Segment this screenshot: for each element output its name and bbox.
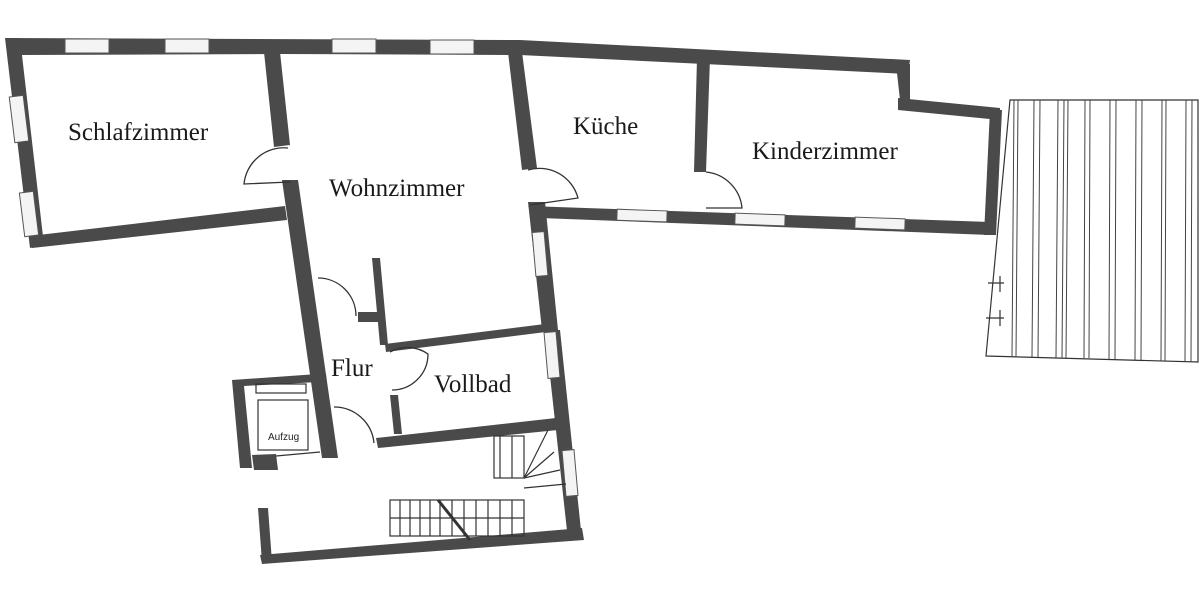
door-wohnzimmer-flur [317,277,357,317]
door-vollbad [389,346,429,391]
windows [8,38,906,497]
elevator-label: Aufzug [268,432,300,443]
doors [243,147,743,444]
room-label-vollbad: Vollbad [434,371,512,398]
room-label-kinderzimmer: Kinderzimmer [752,138,898,165]
terrace-planks [1011,99,1193,363]
window [531,231,549,277]
wall-top-left [5,38,520,55]
door-schlafzimmer [243,147,291,185]
wall-vollbad-top [385,324,546,352]
wall-schlafzimmer-bottom [30,206,287,248]
wall-elevator [232,374,318,468]
wall-bottom-left-stub [258,508,272,562]
window [734,212,786,227]
wall-kueche-kinder [694,58,710,172]
window [543,331,561,379]
wall-kinder-step-h [898,98,1000,120]
window [854,216,906,231]
wall-bottom [260,528,584,564]
wall-top-right [520,40,910,74]
window [331,38,377,54]
room-label-schlafzimmer: Schlafzimmer [68,119,209,146]
room-label-wohnzimmer: Wohnzimmer [329,175,465,202]
wall-vollbad-left [390,395,402,434]
window [18,190,40,238]
wall-vollbad-bottom [376,418,558,448]
window [429,39,475,55]
window [64,38,110,54]
wall-schlaf-wohn-upper [264,52,290,147]
window [616,208,668,223]
door-flur-bottom [333,406,375,444]
room-label-kueche: Küche [573,113,639,140]
room-label-flur: Flur [331,355,373,382]
wall-wohn-right-upper [508,52,537,170]
terrace [985,99,1199,363]
window [561,449,579,497]
walls [5,38,1002,564]
wall-elevator-right [316,374,334,452]
elevator [255,383,321,457]
terrace-marker [986,276,1004,326]
wall-flur-stub [358,312,380,322]
window [164,38,210,54]
staircase [389,429,567,541]
wall-kinder-step [896,64,910,100]
window [8,94,30,144]
wall-elevator-bottom [252,454,278,470]
door-kueche [527,167,579,206]
wall-flur-inner [372,258,388,345]
door-kinderzimmer [705,171,743,209]
wall-kinder-right [984,110,1002,235]
